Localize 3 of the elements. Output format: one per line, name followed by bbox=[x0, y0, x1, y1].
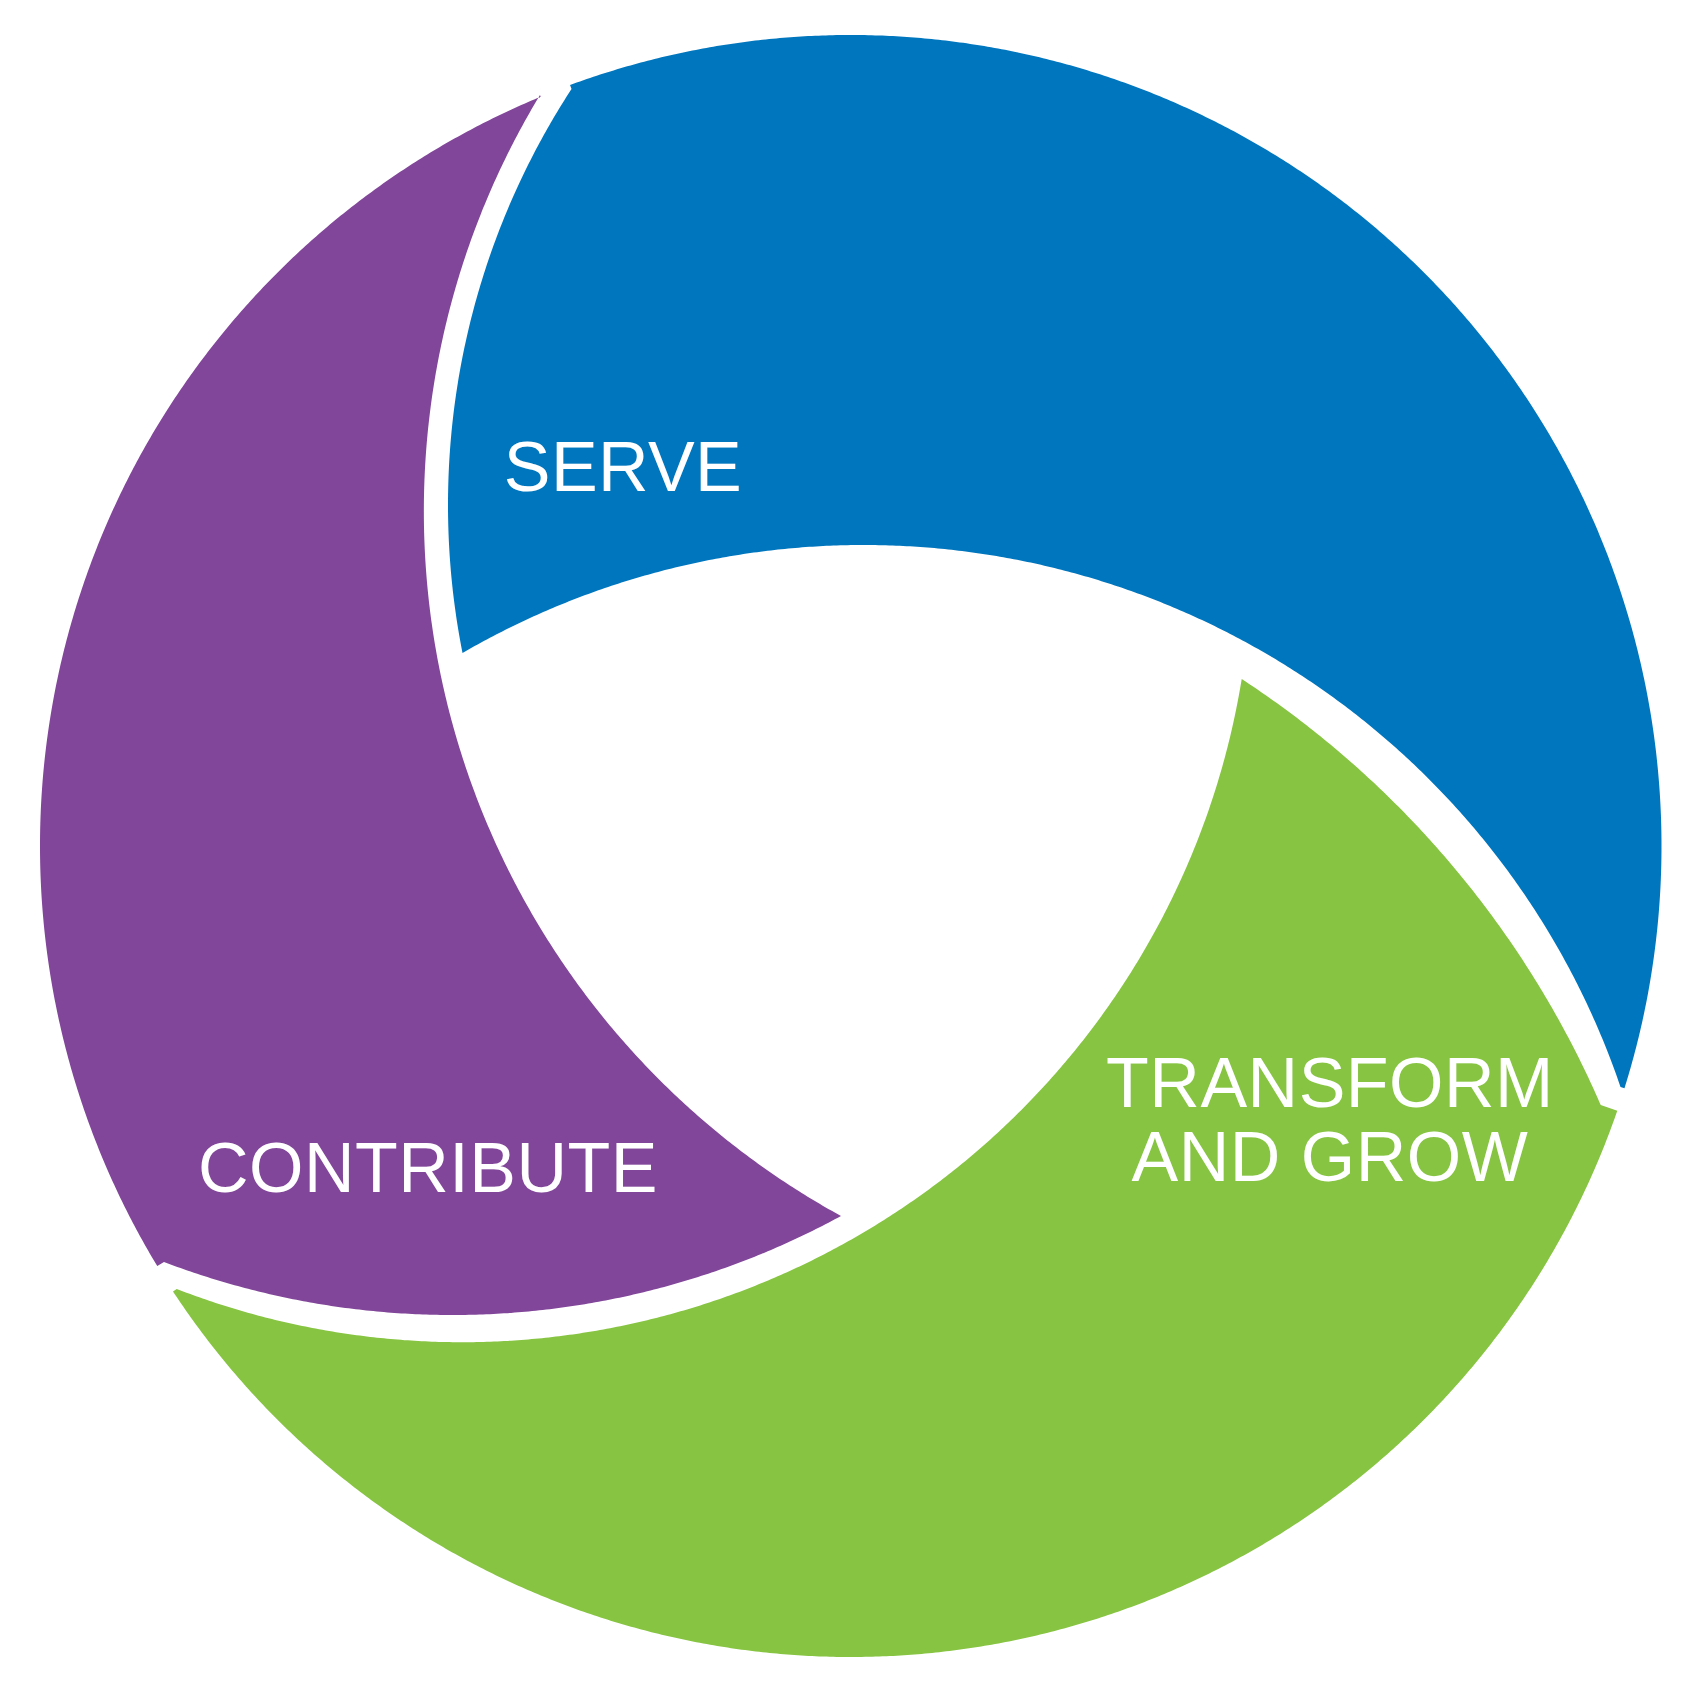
segment-label: SERVE bbox=[503, 431, 743, 505]
segment-label: CONTRIBUTE bbox=[198, 1132, 658, 1206]
segment-label: TRANSFORM AND GROW bbox=[1105, 1046, 1555, 1194]
